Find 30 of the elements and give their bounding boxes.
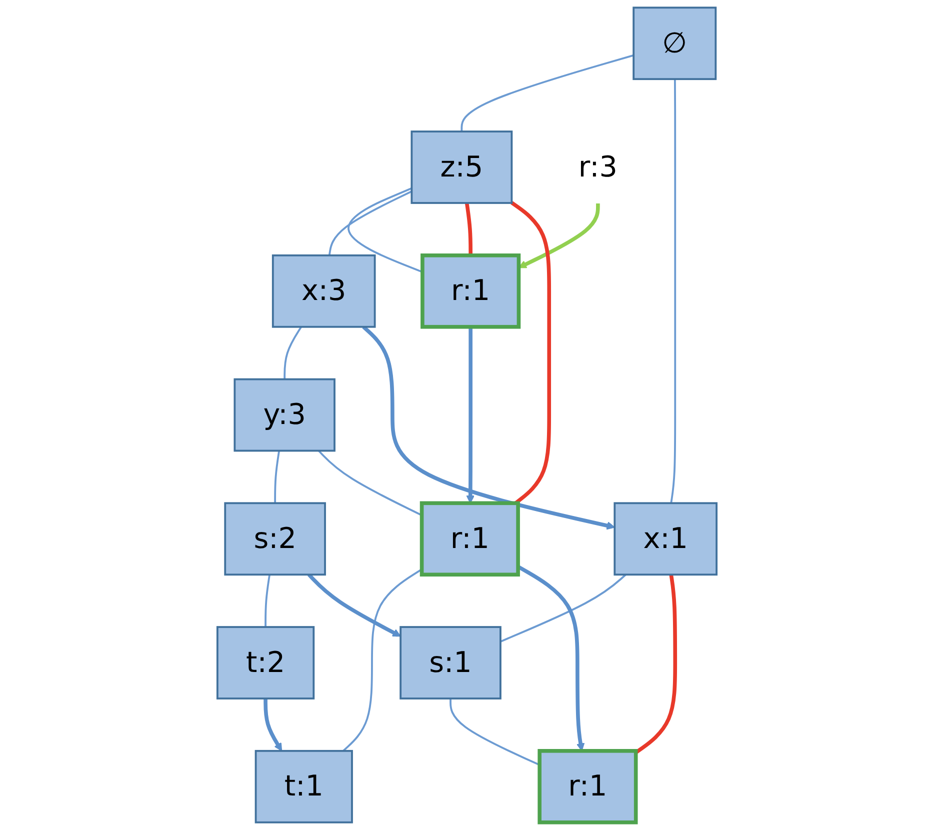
node-box: t:2 xyxy=(216,626,315,700)
arrow xyxy=(466,326,475,504)
node-box: ∅ xyxy=(632,6,717,80)
node-box: s:2 xyxy=(224,502,326,576)
connector xyxy=(348,187,423,273)
node-box: x:1 xyxy=(614,502,718,576)
connector xyxy=(464,202,472,256)
connector xyxy=(500,574,626,642)
node-box: r:1 xyxy=(420,253,521,329)
node-text: r:3 xyxy=(578,150,618,184)
connector xyxy=(460,54,634,132)
node-box: z:5 xyxy=(410,130,513,204)
arrow xyxy=(264,698,282,752)
arrow xyxy=(517,564,585,752)
node-box: r:1 xyxy=(538,749,638,824)
arrow xyxy=(362,325,616,530)
connector xyxy=(450,698,540,766)
node-box: s:1 xyxy=(400,626,502,700)
connector xyxy=(670,79,676,504)
node-box: t:1 xyxy=(254,750,353,824)
connector xyxy=(342,568,422,752)
connector xyxy=(264,574,271,628)
connector xyxy=(510,201,552,505)
node-box: x:3 xyxy=(272,254,376,328)
node-box: y:3 xyxy=(234,378,336,452)
node-box: r:1 xyxy=(420,501,520,577)
connector xyxy=(284,326,302,380)
arrow xyxy=(307,573,401,637)
connector xyxy=(328,190,412,256)
connector xyxy=(274,450,280,504)
